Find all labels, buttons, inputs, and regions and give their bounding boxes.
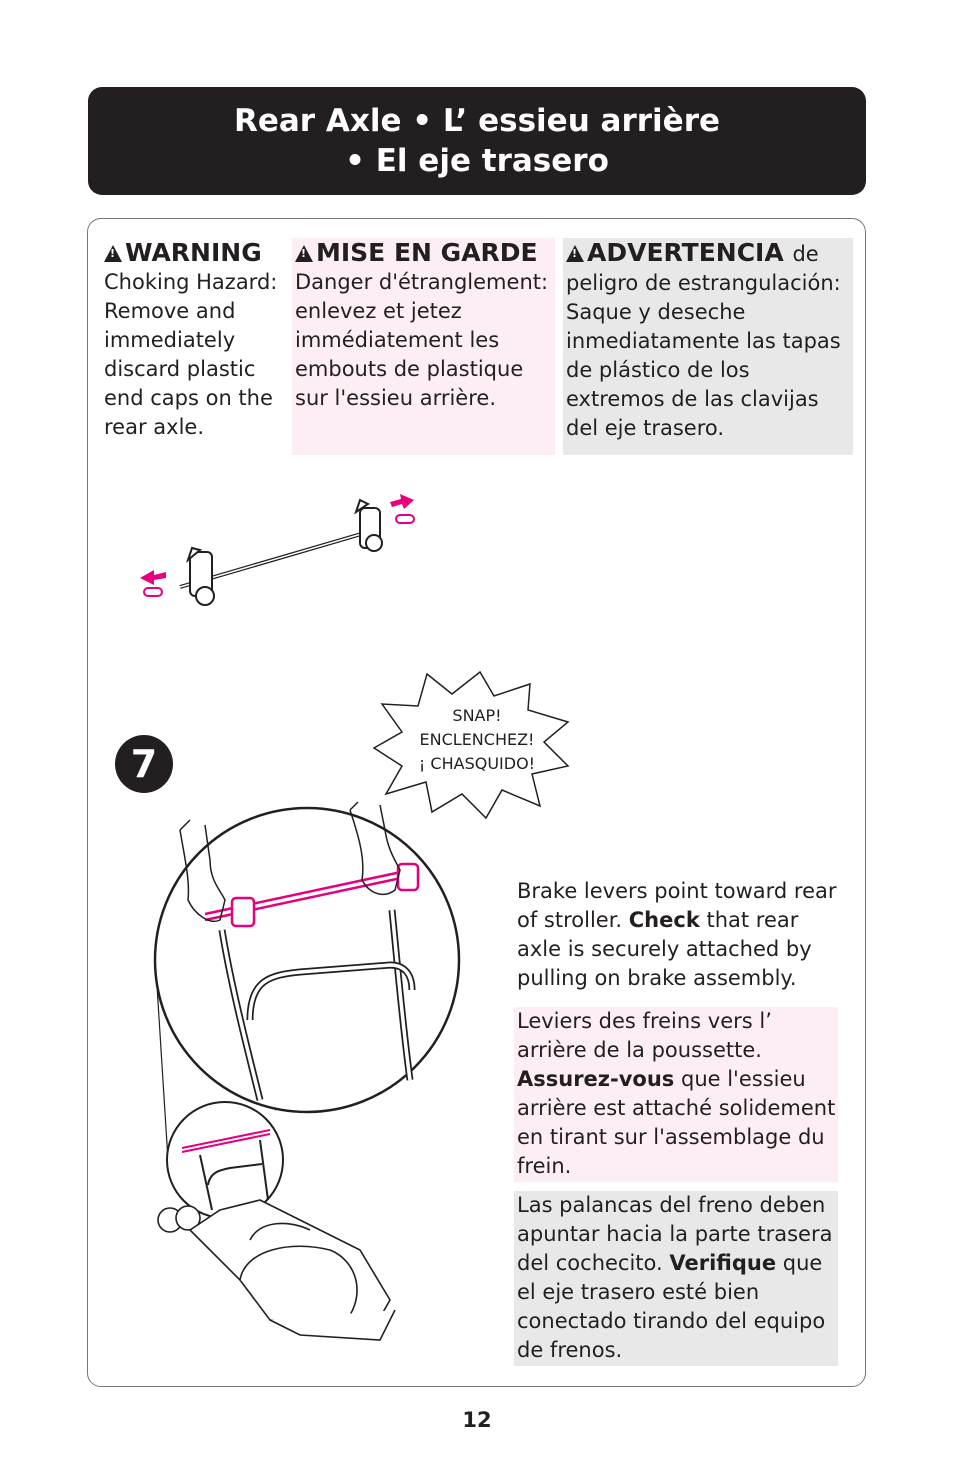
end-cap-right xyxy=(396,515,414,523)
instruction-spanish: Las palancas del freno deben apuntar hac… xyxy=(514,1191,838,1366)
stroller-body xyxy=(158,1200,395,1340)
brake-assembly-right xyxy=(356,500,382,551)
instruction-english: Brake levers point toward rear of stroll… xyxy=(514,877,838,993)
axle-illustration xyxy=(130,490,430,610)
warning-heading-fr: MISE EN GARDE xyxy=(295,238,555,268)
warning-heading-en: WARNING xyxy=(104,238,289,268)
title-line-1: Rear Axle • L’ essieu arrière xyxy=(88,101,866,141)
snap-burst-text: SNAP! ENCLENCHEZ! ¡ CHASQUIDO! xyxy=(397,704,557,776)
warning-text-fr: Danger d'étranglement: enlevez et jetez … xyxy=(295,268,555,413)
instruction-french: Leviers des freins vers l’ arrière de la… xyxy=(514,1007,838,1182)
title-line-2: • El eje trasero xyxy=(88,141,866,181)
warning-triangle-icon xyxy=(104,245,122,262)
warning-english: WARNING Choking Hazard: Remove and immed… xyxy=(104,238,289,442)
warning-triangle-icon xyxy=(295,245,313,262)
warning-triangle-icon xyxy=(566,245,584,262)
arrow-right-icon xyxy=(390,494,414,509)
warning-text-es: peligro de estrangulación: Saque y desec… xyxy=(566,269,853,443)
warning-text-en: Choking Hazard: Remove and immediately d… xyxy=(104,268,289,442)
burst-line-fr: ENCLENCHEZ! xyxy=(397,728,557,752)
warning-french: MISE EN GARDE Danger d'étranglement: enl… xyxy=(292,238,555,455)
burst-line-es: ¡ CHASQUIDO! xyxy=(397,752,557,776)
page-title: Rear Axle • L’ essieu arrière • El eje t… xyxy=(88,87,866,195)
burst-line-en: SNAP! xyxy=(397,704,557,728)
page-number: 12 xyxy=(0,1408,954,1432)
warning-spanish: ADVERTENCIA de peligro de estrangulación… xyxy=(563,238,853,455)
stroller-detail-illustration xyxy=(150,780,520,1350)
brake-assembly-left xyxy=(188,548,214,605)
end-cap-left xyxy=(144,588,162,596)
warning-heading-es: ADVERTENCIA de xyxy=(566,238,853,269)
arrow-left-icon xyxy=(140,570,166,585)
